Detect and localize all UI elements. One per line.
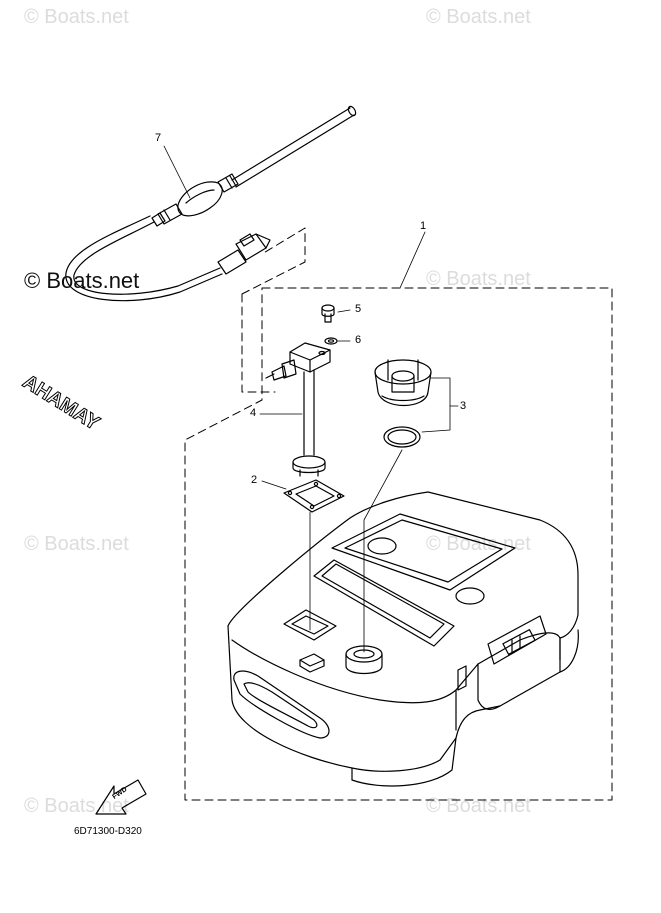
watermark: © Boats.net (24, 6, 129, 28)
fwd-arrow-icon (95, 779, 147, 815)
fuel-tank (227, 491, 579, 787)
tank-brand-label: YAMAHA (19, 371, 104, 435)
watermark: © Boats.net (426, 268, 531, 290)
gasket (261, 479, 345, 513)
callout-5: 5 (355, 303, 362, 315)
assembly-outline (184, 227, 613, 801)
screw (321, 304, 351, 323)
watermark: © Boats.net (24, 533, 129, 555)
fuel-gauge (259, 342, 331, 477)
callout-2: 2 (251, 474, 258, 486)
cap-seal (383, 426, 421, 448)
callout-1: 1 (420, 220, 427, 232)
watermark: © Boats.net (426, 533, 531, 555)
fuel-hose-assembly (65, 105, 357, 302)
callout-4: 4 (250, 407, 257, 419)
callout-7: 7 (155, 132, 162, 144)
watermark: © Boats.net (24, 795, 129, 817)
main-watermark: © Boats.net (24, 268, 140, 293)
callout-3: 3 (460, 400, 467, 412)
leader-1 (399, 231, 426, 289)
washer (324, 337, 351, 345)
filler-cap (374, 359, 459, 433)
diagram-code: 6D71300-D320 (74, 826, 142, 837)
callout-6: 6 (355, 334, 362, 346)
leader-cap-tank (363, 449, 403, 653)
watermark: © Boats.net (426, 6, 531, 28)
